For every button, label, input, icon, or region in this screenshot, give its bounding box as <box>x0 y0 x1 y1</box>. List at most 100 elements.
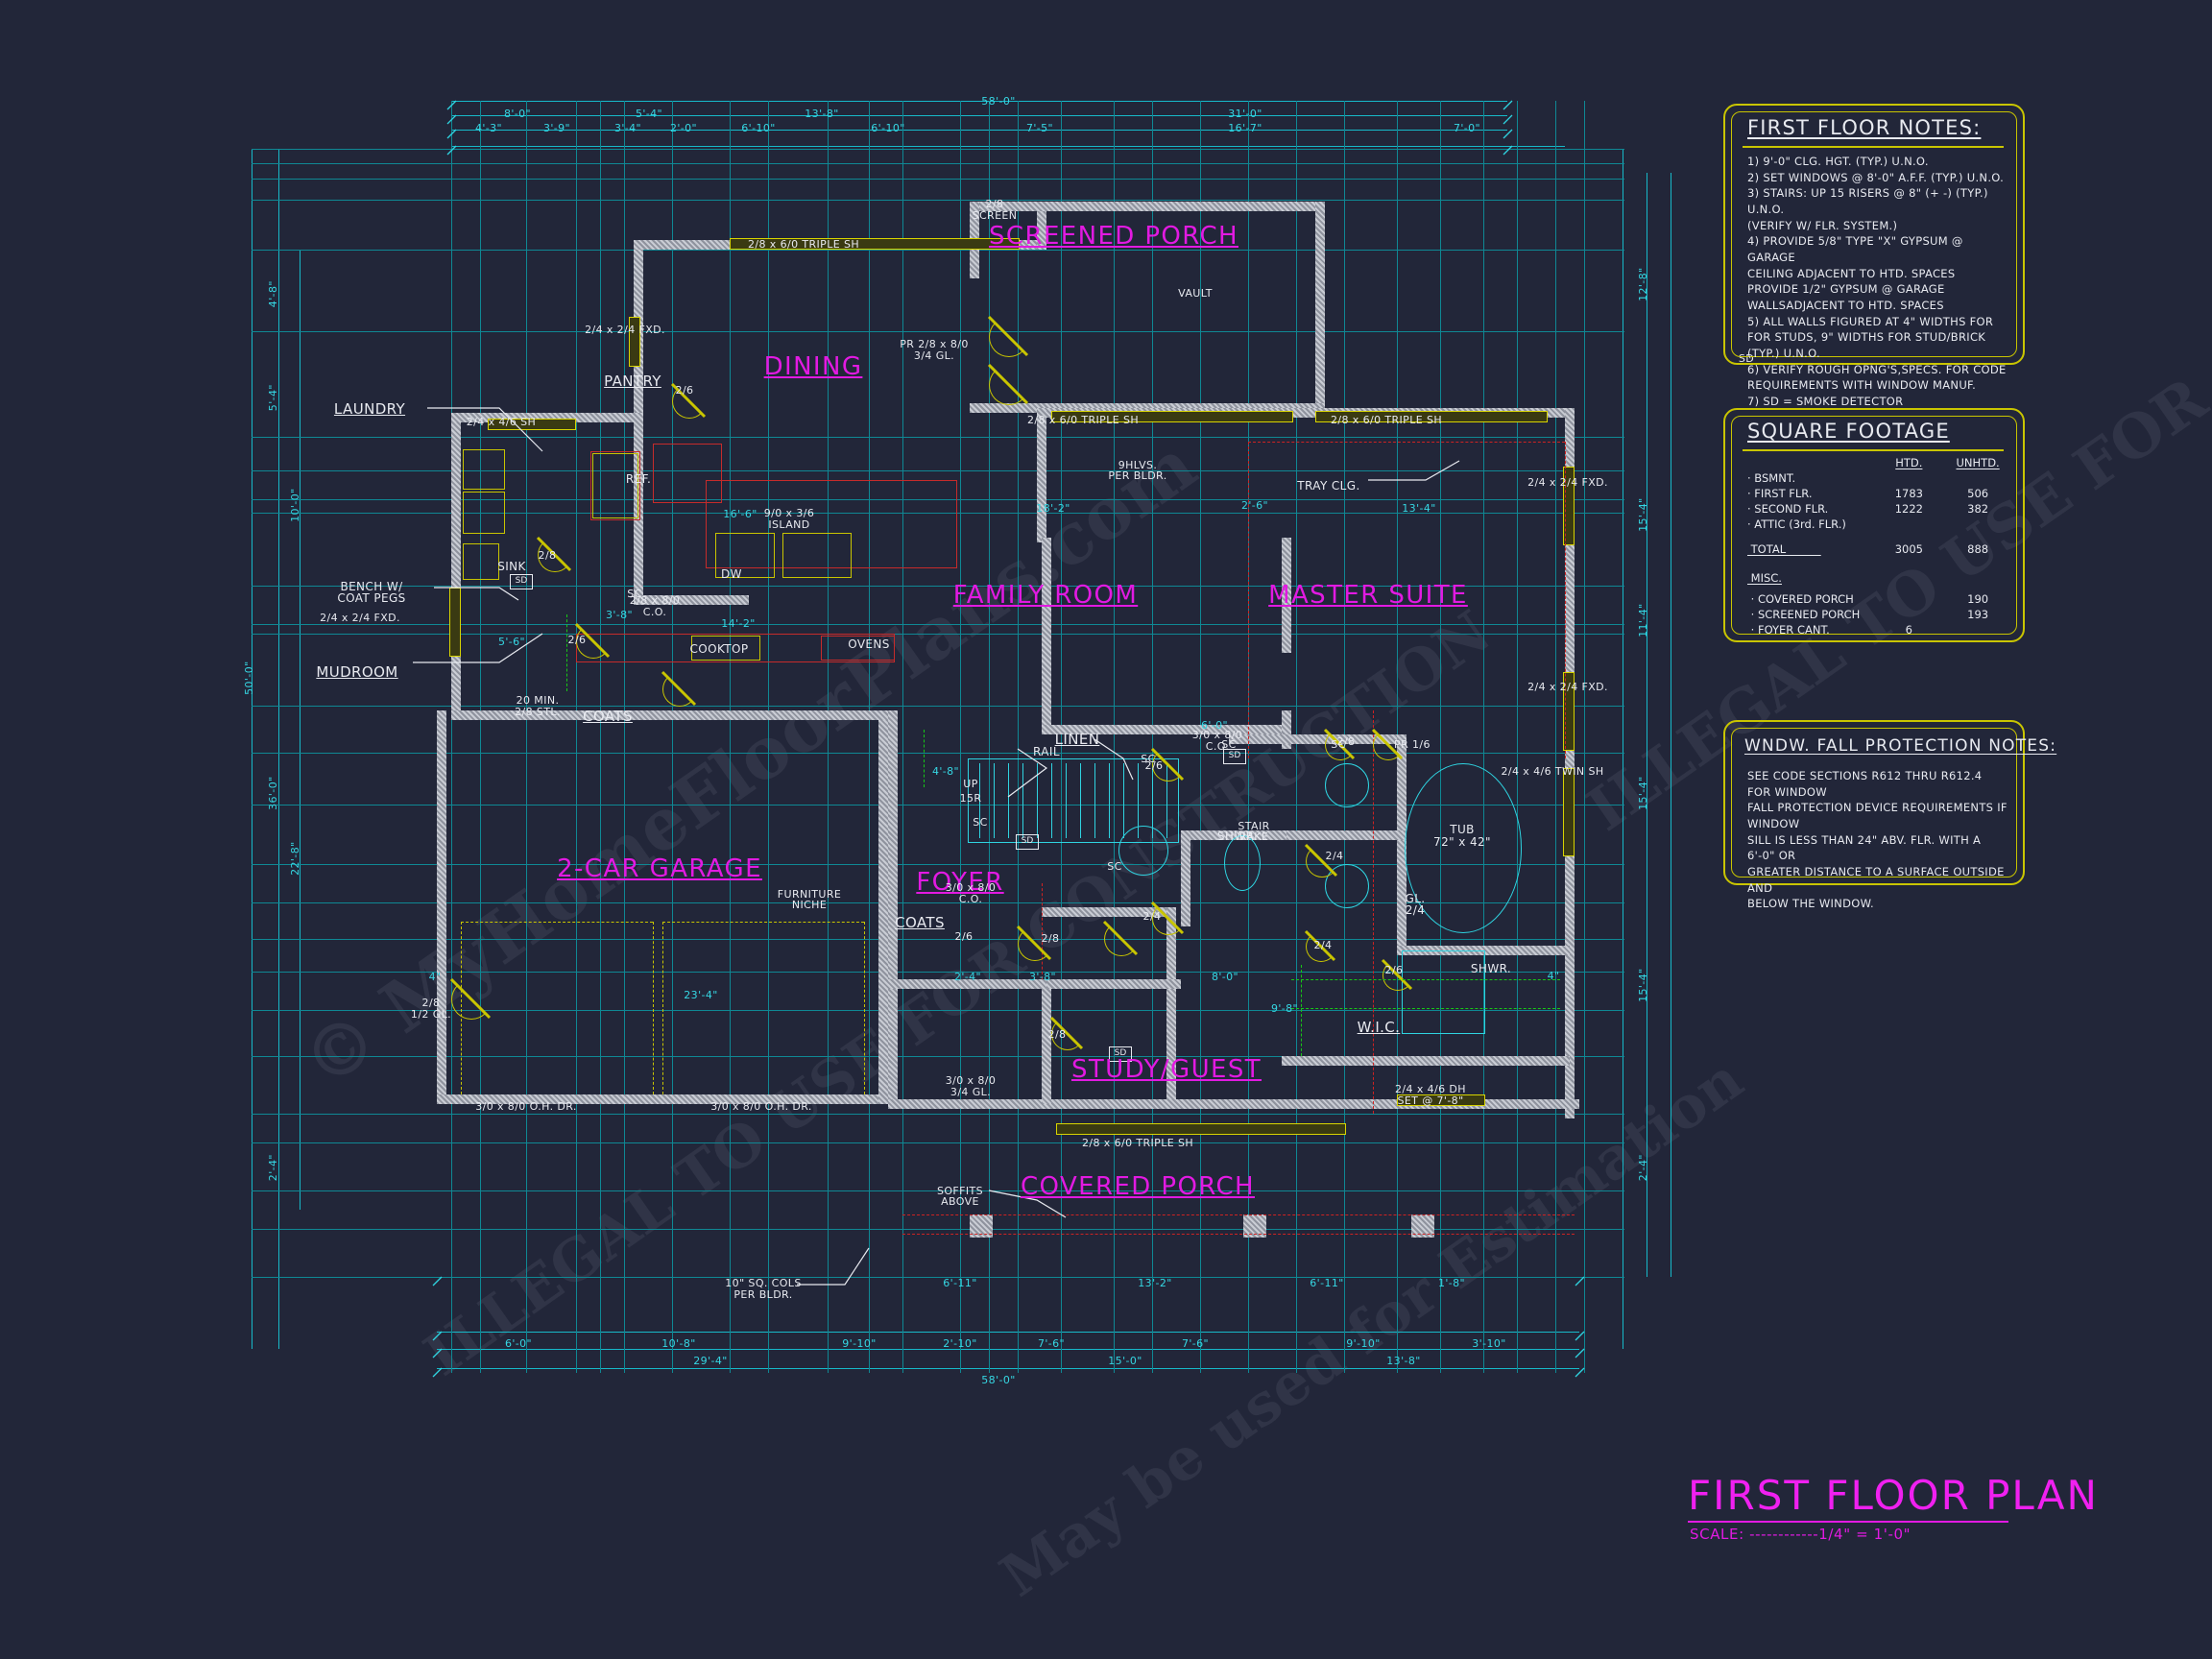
dimension-line <box>730 101 731 1373</box>
wall-segment <box>1042 907 1166 917</box>
plan-label: RAIL <box>1033 745 1060 758</box>
spec-annotation: ISLAND <box>768 518 810 531</box>
wall-segment <box>451 413 643 422</box>
dimension-right: 2'-4" <box>1636 1154 1649 1182</box>
wall-segment <box>1229 734 1402 744</box>
dimension-overall-bottom: 58'-0" <box>981 1374 1016 1386</box>
dimension-line <box>252 902 1624 903</box>
spec-annotation: SC <box>627 588 642 600</box>
wall-segment <box>1282 538 1291 653</box>
plan-label: PER BLDR. <box>733 1288 793 1301</box>
dimension-line <box>1200 101 1201 1373</box>
wall-segment <box>1565 408 1575 1118</box>
ovens <box>821 636 895 661</box>
stair-tread <box>1066 763 1067 838</box>
dimension-line <box>1061 101 1062 1373</box>
room-label: DINING <box>763 352 863 381</box>
window-symbol <box>629 317 640 367</box>
stair-tread <box>1109 763 1110 838</box>
washer <box>463 449 505 490</box>
wall-segment <box>1397 734 1407 946</box>
sf-col-htd: HTD. <box>1895 456 1923 469</box>
plan-label: 72" x 42" <box>1433 835 1491 849</box>
dimension-left: 5'-4" <box>266 384 279 412</box>
dimension-line <box>1555 101 1556 1373</box>
door-leaf <box>1371 728 1404 760</box>
spec-annotation: 3/0 x 8/0 O.H. DR. <box>710 1100 812 1113</box>
stair-tread <box>1166 763 1167 838</box>
wall-segment <box>451 710 888 720</box>
spec-annotation: 2/8 <box>1047 1028 1067 1041</box>
note-line: FOR STUDS, 9" WIDTHS FOR STUD/BRICK <box>1747 330 1986 345</box>
dryer <box>463 492 505 534</box>
spec-annotation: 2/8 STL. <box>515 706 561 718</box>
dimension-line <box>252 331 1624 332</box>
wall-segment <box>1042 979 1051 1104</box>
plan-label: FURNITURE <box>777 888 842 901</box>
dimension-interior: 18'-2" <box>1036 502 1070 515</box>
square-footage-panel <box>1723 408 2025 642</box>
dimension-line <box>252 939 1624 940</box>
dimension-line <box>252 972 1624 973</box>
plan-label: COOKTOP <box>689 642 749 656</box>
scale-label: SCALE: ------------1/4" = 1'-0" <box>1690 1526 1911 1543</box>
dimension-bottom: 7'-6" <box>1181 1337 1210 1350</box>
spec-annotation: 2/4 x 4/6 TWIN SH <box>1501 765 1604 778</box>
dimension-line <box>480 101 481 1373</box>
fall-protection-line: SILL IS LESS THAN 24" ABV. FLR. WITH A 6… <box>1747 832 1982 863</box>
spec-annotation: 2/4 <box>1142 910 1162 923</box>
plan-label: SHWR. <box>1216 830 1259 843</box>
dimension-bottom: 15'-0" <box>1108 1355 1142 1367</box>
door-leaf <box>1016 925 1052 961</box>
spec-annotation: PR 1/6 <box>1394 738 1431 751</box>
dimension-line <box>437 1332 1579 1333</box>
dimension-tick <box>432 1272 443 1286</box>
dimension-top: 3'-9" <box>542 122 571 134</box>
wall-segment <box>1042 979 1181 989</box>
refrigerator-inner <box>592 453 638 518</box>
dimension-tick <box>1503 125 1513 139</box>
leader-line <box>1365 458 1465 486</box>
spec-annotation: 2/6 <box>954 930 974 943</box>
dimension-interior: 4'-8" <box>931 765 960 778</box>
stair-run <box>968 758 1179 843</box>
stair-tread <box>1094 763 1095 838</box>
dimension-line <box>1114 101 1115 1373</box>
note-line: 4) PROVIDE 5/8" TYPE "X" GYPSUM @ GARAGE <box>1747 234 1963 265</box>
spec-annotation: 9/0 x 3/6 <box>763 507 815 519</box>
dimension-top: 3'-4" <box>613 122 642 134</box>
fall-protection-line: FALL PROTECTION DEVICE REQUIREMENTS IF W… <box>1747 801 2008 831</box>
plan-label: 9HLVS. <box>1118 459 1158 471</box>
door-swing-arc <box>662 672 697 707</box>
dimension-line <box>624 101 625 1373</box>
dimension-interior: 9'-8" <box>1270 1002 1299 1015</box>
spec-annotation: SC <box>973 816 988 829</box>
spec-annotation: 3/0 x 8/0 <box>945 881 997 894</box>
stair-tread <box>1022 763 1023 838</box>
wall-segment <box>437 710 446 1094</box>
note-line: (TYP.) U.N.O. <box>1747 347 1820 361</box>
spec-annotation: C.O. <box>958 893 983 905</box>
car-outline <box>662 922 864 923</box>
dimension-left: 10'-0" <box>288 488 301 522</box>
overhead-line <box>1248 442 1565 443</box>
overhead-line <box>1565 442 1566 758</box>
dimension-line <box>252 586 1624 587</box>
dimension-line <box>902 101 903 1373</box>
dimension-line <box>252 179 1624 180</box>
powder-sink <box>1118 826 1168 876</box>
room-label: FOYER <box>916 868 1004 897</box>
spec-annotation: 2/8 x 6/0 TRIPLE SH <box>1330 414 1443 426</box>
dimension-line <box>1440 101 1441 1373</box>
plan-label: DW <box>721 567 742 581</box>
door-swing-arc <box>1373 730 1404 760</box>
window-symbol <box>730 238 1020 250</box>
dimension-overall-top: 58'-0" <box>981 95 1016 108</box>
dimension-tick <box>1575 1363 1585 1378</box>
plan-label: STAIR <box>1238 820 1270 832</box>
note-line: PROVIDE 1/2" GYPSUM @ GARAGE <box>1747 282 1945 297</box>
overhead-line <box>1373 710 1374 1114</box>
shelf-line <box>1291 1008 1560 1009</box>
spec-annotation: 3/4 GL. <box>950 1086 992 1098</box>
spec-annotation: SC <box>1331 738 1346 751</box>
